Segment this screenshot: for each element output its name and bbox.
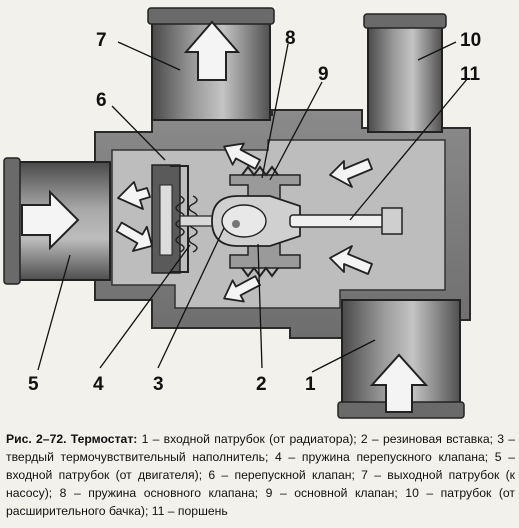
callout-5: 5 [28, 374, 39, 395]
caption-figure-number: Рис. 2–72. [6, 432, 67, 446]
inlet-pipe-5 [3, 157, 111, 285]
wax-filler-3 [232, 220, 240, 228]
callout-1: 1 [305, 374, 316, 395]
callout-7: 7 [96, 30, 107, 51]
callout-4: 4 [93, 374, 104, 395]
figure-caption: Рис. 2–72. Термостат: 1 – входной патруб… [6, 430, 515, 520]
thermal-element [211, 195, 301, 247]
callout-3: 3 [153, 374, 164, 395]
callout-10: 10 [460, 30, 481, 51]
leader-lines [37, 41, 469, 373]
main-spring-8 [241, 165, 279, 278]
caption-text: 1 – входной патрубок (от радиатора); 2 –… [6, 432, 515, 518]
callout-9: 9 [318, 64, 329, 85]
callout-2: 2 [256, 374, 267, 395]
outlet-pipe-7 [147, 7, 275, 121]
rubber-insert-2 [221, 204, 267, 238]
flow-arrows [115, 142, 373, 303]
bypass-valve-6 [151, 164, 189, 274]
inlet-pipe-1 [337, 299, 465, 419]
thermostat-diagram: 7 6 8 9 10 11 5 4 3 2 1 [3, 7, 481, 419]
callout-11: 11 [460, 64, 481, 85]
callout-6: 6 [96, 90, 107, 111]
caption-title: Термостат: [70, 432, 138, 446]
callout-8: 8 [285, 28, 296, 49]
piston-11 [289, 207, 403, 235]
expansion-tank-pipe-10 [363, 13, 447, 133]
